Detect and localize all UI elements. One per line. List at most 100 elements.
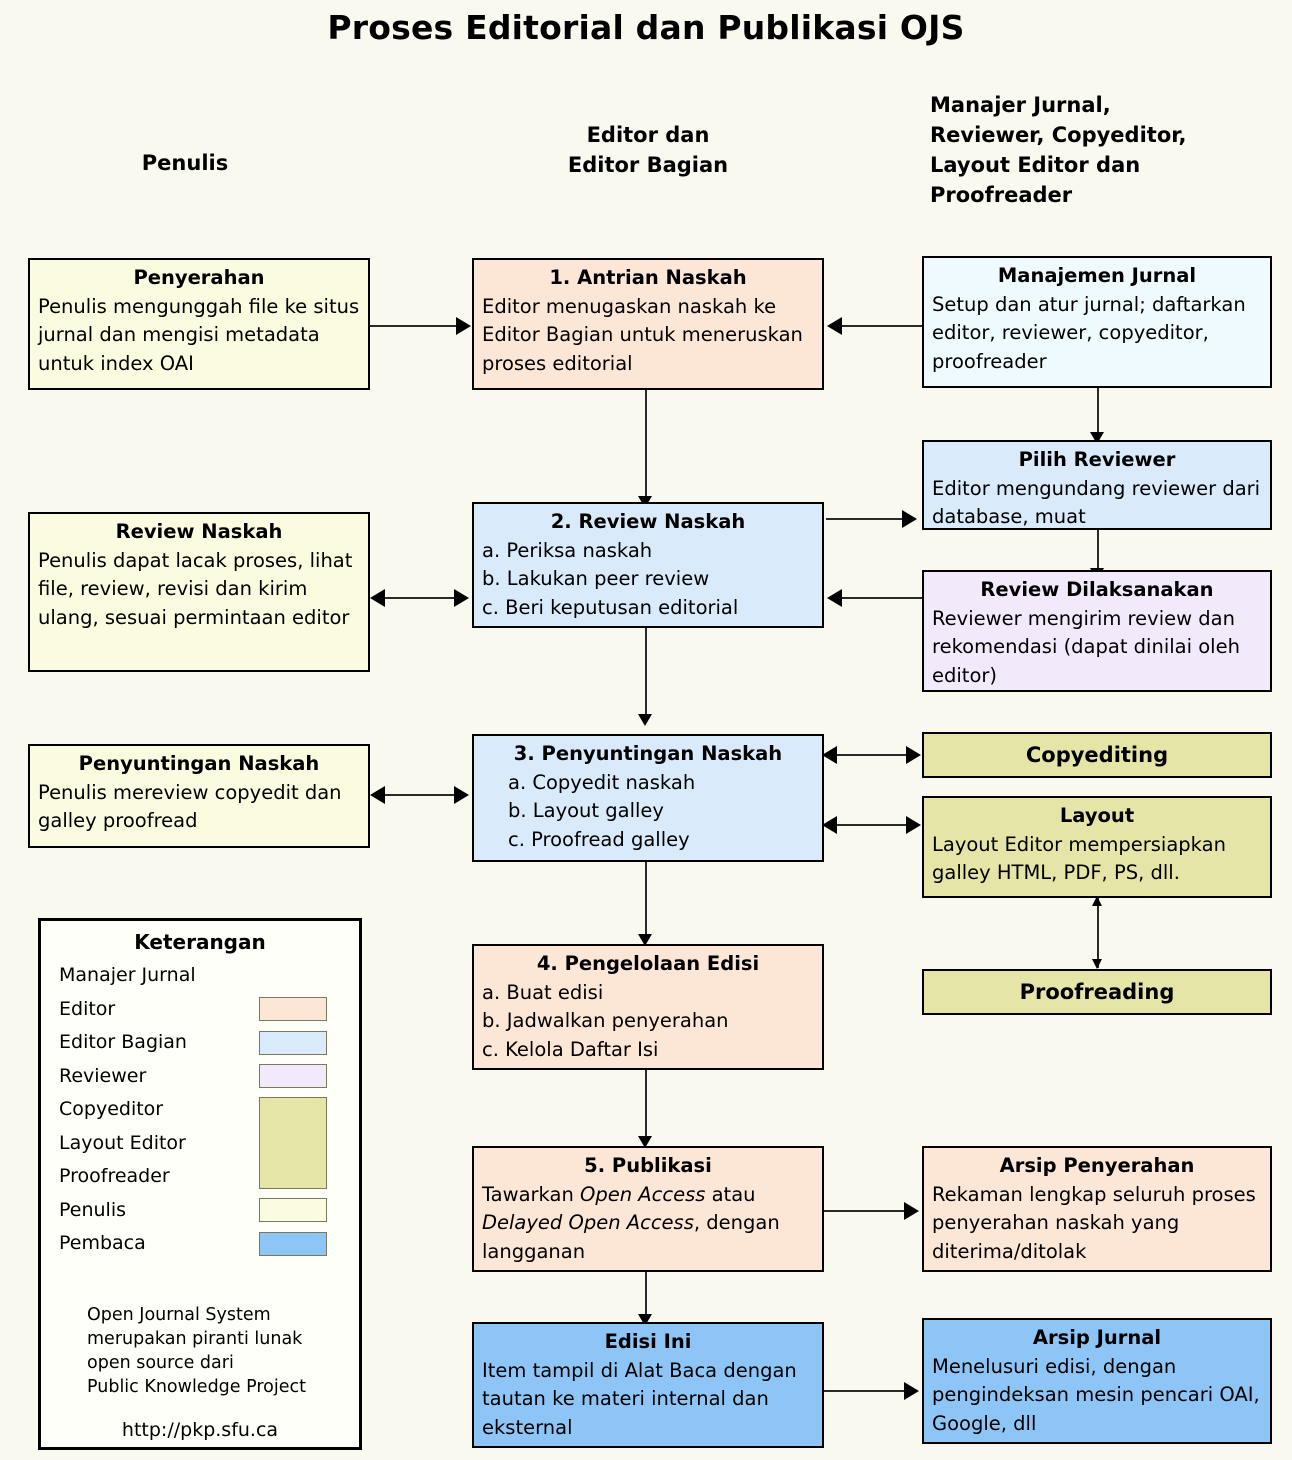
box-penyuntingan-head: 3. Penyuntingan Naskah (513, 742, 783, 765)
arrowhead-right (906, 746, 921, 764)
box-pengelolaan-edisi[interactable]: 4. Pengelolaan Edisi a. Buat edisi b. Ja… (472, 944, 824, 1070)
box-penyerahan-body: Penulis mengunggah file ke situs jurnal … (38, 294, 360, 375)
arrow-antrian-to-review (645, 390, 647, 500)
box-arsip-penyerahan[interactable]: Arsip Penyerahan Rekaman lengkap seluruh… (922, 1146, 1272, 1272)
box-copyediting[interactable]: Copyediting (922, 732, 1272, 778)
box-arsip-penyerahan-body: Rekaman lengkap seluruh proses penyeraha… (932, 1182, 1256, 1263)
box-manajemen-head: Manajemen Jurnal (997, 264, 1197, 287)
page-title: Proses Editorial dan Publikasi OJS (327, 8, 965, 47)
box-pilih-reviewer-head: Pilih Reviewer (1018, 448, 1176, 471)
legend-title: Keterangan (134, 930, 266, 954)
box-penyerahan-head: Penyerahan (133, 266, 265, 289)
box-review-dilaksanakan-head: Review Dilaksanakan (980, 578, 1214, 601)
box-penyuntingan-naskah[interactable]: 3. Penyuntingan Naskah a. Copyedit naska… (472, 734, 824, 862)
arrowhead-right (904, 1382, 919, 1400)
legend-url: http://pkp.sfu.ca (121, 1418, 279, 1441)
box-penyuntingan-item-2: c. Proofread galley (508, 827, 690, 851)
arrowhead-up (1092, 896, 1102, 906)
arrowhead-left (827, 317, 842, 335)
arrow-penyuntingan-bidirectional (378, 794, 466, 796)
legend-swatch (259, 1097, 327, 1189)
arrowhead-left (827, 589, 842, 607)
box-layout-body: Layout Editor mempersiapkan galley HTML,… (932, 832, 1226, 885)
box-publikasi[interactable]: 5. Publikasi Tawarkan Open Access atau D… (472, 1146, 824, 1272)
box-layout[interactable]: Layout Layout Editor mempersiapkan galle… (922, 796, 1272, 898)
arrowhead-right (906, 816, 921, 834)
box-arsip-jurnal[interactable]: Arsip Jurnal Menelusuri edisi, dengan pe… (922, 1318, 1272, 1444)
column-header-lainnya: Manajer Jurnal,Reviewer, Copyeditor,Layo… (930, 93, 1187, 207)
arrowhead-left (822, 746, 837, 764)
box-arsip-jurnal-body: Menelusuri edisi, dengan pengindeksan me… (932, 1354, 1260, 1435)
legend-row-label: Reviewer (59, 1064, 147, 1087)
legend-row-proofreader: Proofreader (41, 1160, 359, 1194)
box-review-naskah-penulis[interactable]: Review Naskah Penulis dapat lacak proses… (28, 512, 370, 672)
arrow-manajemen-to-antrian (842, 325, 922, 327)
box-review-naskah-item-1: b. Lakukan peer review (482, 567, 710, 590)
legend-row-label: Editor (59, 997, 116, 1020)
arrow-penyuntingan-to-pengelolaan (645, 862, 647, 940)
box-penyerahan[interactable]: Penyerahan Penulis mengunggah file ke si… (28, 258, 370, 390)
box-antrian-naskah[interactable]: 1. Antrian Naskah Editor menugaskan nask… (472, 258, 824, 390)
box-proofreading[interactable]: Proofreading (922, 969, 1272, 1015)
legend-swatch (259, 997, 327, 1022)
arrowhead-down (638, 714, 652, 726)
arrow-edisi-to-arsipjurnal (824, 1390, 908, 1392)
publikasi-text-1: Tawarkan (482, 1182, 581, 1206)
box-manajemen-jurnal[interactable]: Manajemen Jurnal Setup dan atur jurnal; … (922, 256, 1272, 388)
box-pengelolaan-item-0: a. Buat edisi (482, 980, 604, 1004)
legend-row-editor-bagian: Editor Bagian (41, 1026, 359, 1060)
box-arsip-jurnal-head: Arsip Jurnal (1032, 1326, 1162, 1349)
legend-swatch (259, 1198, 327, 1223)
box-review-dilaksanakan-body: Reviewer mengirim review dan rekomendasi… (932, 606, 1240, 687)
column-header-penulis: Penulis (141, 151, 229, 175)
arrow-reviewnaskah-biderectional (378, 597, 466, 599)
legend-row-label: Layout Editor (59, 1131, 186, 1154)
box-penyuntingan-penulis-body: Penulis mereview copyedit dan galley pro… (38, 780, 342, 833)
arrow-pengelolaan-to-publikasi (645, 1070, 647, 1142)
box-pilih-reviewer-body: Editor mengundang reviewer dari database… (932, 476, 1261, 529)
arrowhead-left (370, 589, 385, 607)
arrowhead-down (638, 934, 652, 946)
legend-row-copyeditor: Copyeditor (41, 1093, 359, 1189)
legend-row-pembaca: Pembaca (41, 1227, 359, 1261)
box-layout-head: Layout (1059, 804, 1135, 827)
arrowhead-right (456, 317, 471, 335)
legend-row-editor: Editor (41, 993, 359, 1027)
arrow-layout-proofreading (1097, 898, 1099, 968)
box-publikasi-head: 5. Publikasi (584, 1154, 712, 1177)
box-penyuntingan-penulis-head: Penyuntingan Naskah (78, 752, 320, 775)
publikasi-open-access: Open Access (580, 1182, 706, 1206)
arrowhead-right (454, 786, 469, 804)
box-review-naskah-penulis-body: Penulis dapat lacak proses, lihat file, … (38, 548, 353, 629)
box-review-naskah-head: 2. Review Naskah (550, 510, 746, 533)
legend-row-label: Pembaca (59, 1232, 146, 1254)
legend-row-manajer-jurnal: Manajer Jurnal (41, 959, 359, 993)
arrow-review-to-penyuntingan (645, 628, 647, 720)
box-review-naskah[interactable]: 2. Review Naskah a. Periksa naskah b. La… (472, 502, 824, 628)
legend-row-label: Penulis (59, 1198, 127, 1221)
arrowhead-left (370, 786, 385, 804)
box-pengelolaan-head: 4. Pengelolaan Edisi (536, 952, 760, 975)
box-edisi-ini-body: Item tampil di Alat Baca dengan tautan k… (482, 1358, 797, 1439)
arrow-penyuntingan-copyediting (830, 754, 918, 756)
legend-row-layout-editor: Layout Editor (41, 1127, 359, 1161)
box-pengelolaan-item-2: c. Kelola Daftar Isi (482, 1037, 659, 1061)
box-edisi-ini[interactable]: Edisi Ini Item tampil di Alat Baca denga… (472, 1322, 824, 1448)
box-publikasi-body: Tawarkan Open Access atau Delayed Open A… (482, 1181, 814, 1267)
legend-row-label: Editor Bagian (59, 1031, 187, 1053)
box-antrian-body: Editor menugaskan naskah ke Editor Bagia… (482, 294, 803, 375)
arrow-pilih-to-dilaksanakan (1097, 530, 1099, 574)
box-penyuntingan-penulis[interactable]: Penyuntingan Naskah Penulis mereview cop… (28, 744, 370, 848)
box-review-dilaksanakan[interactable]: Review Dilaksanakan Reviewer mengirim re… (922, 570, 1272, 692)
box-edisi-ini-head: Edisi Ini (604, 1330, 692, 1353)
box-review-naskah-penulis-head: Review Naskah (115, 520, 283, 543)
box-copyediting-head: Copyediting (1025, 742, 1169, 767)
box-pilih-reviewer[interactable]: Pilih Reviewer Editor mengundang reviewe… (922, 440, 1272, 530)
publikasi-text-3: , dengan langganan (482, 1211, 780, 1263)
arrow-penyerahan-to-antrian (370, 325, 458, 327)
